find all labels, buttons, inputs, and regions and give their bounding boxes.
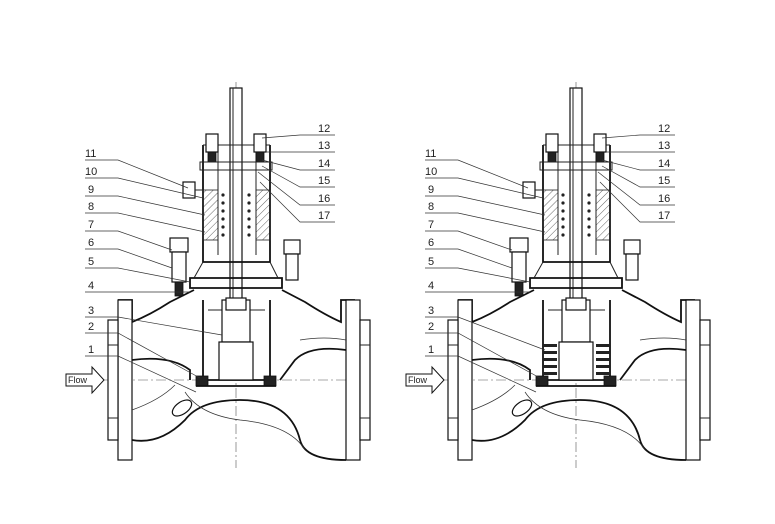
- callout-14: 14: [658, 158, 670, 170]
- leaders-right: [257, 134, 335, 223]
- callout-9: 9: [88, 184, 94, 196]
- callout-3: 3: [428, 305, 434, 317]
- callout-7: 7: [88, 219, 94, 231]
- callout-13: 13: [318, 140, 330, 152]
- labels-left: 11 10 9 8 7 6 5 4 3 2 1: [425, 148, 437, 356]
- labels-right: 12 13 14 15 16 17: [658, 123, 670, 222]
- callout-12: 12: [318, 123, 330, 135]
- callout-7: 7: [428, 219, 434, 231]
- leaders-right: [597, 134, 675, 223]
- flow-label: Flow: [408, 375, 428, 385]
- callout-1: 1: [428, 344, 434, 356]
- callout-17: 17: [658, 210, 670, 222]
- callout-11: 11: [85, 148, 96, 160]
- callout-10: 10: [85, 166, 97, 178]
- callout-13: 13: [658, 140, 670, 152]
- callout-4: 4: [88, 280, 94, 292]
- labels-left: 11 10 9 8 7 6 5 4 3 2 1: [85, 148, 97, 356]
- callout-16: 16: [658, 193, 670, 205]
- leaders-left: [425, 159, 546, 393]
- callout-6: 6: [428, 237, 434, 249]
- callout-6: 6: [88, 237, 94, 249]
- callout-2: 2: [88, 321, 94, 333]
- callout-8: 8: [428, 201, 434, 213]
- callout-10: 10: [425, 166, 437, 178]
- callout-12: 12: [658, 123, 670, 135]
- callout-17: 17: [318, 210, 330, 222]
- callout-16: 16: [318, 193, 330, 205]
- callout-1: 1: [88, 344, 94, 356]
- callout-8: 8: [88, 201, 94, 213]
- callout-14: 14: [318, 158, 330, 170]
- callout-5: 5: [428, 256, 434, 268]
- flow-label: Flow: [68, 375, 88, 385]
- labels-right: 12 13 14 15 16 17: [318, 123, 330, 222]
- callout-11: 11: [425, 148, 436, 160]
- callout-15: 15: [658, 175, 670, 187]
- callout-5: 5: [88, 256, 94, 268]
- valve-drawing-right: Flow 11 10 9 8 7: [405, 81, 713, 469]
- leaders-left: [85, 159, 223, 393]
- callout-15: 15: [318, 175, 330, 187]
- callout-4: 4: [428, 280, 434, 292]
- callout-9: 9: [428, 184, 434, 196]
- valve-drawing-left: Flow 11 10 9: [65, 81, 373, 469]
- flow-arrow: Flow: [65, 365, 105, 395]
- callout-2: 2: [428, 321, 434, 333]
- flow-arrow: Flow: [405, 365, 445, 395]
- callout-3: 3: [88, 305, 94, 317]
